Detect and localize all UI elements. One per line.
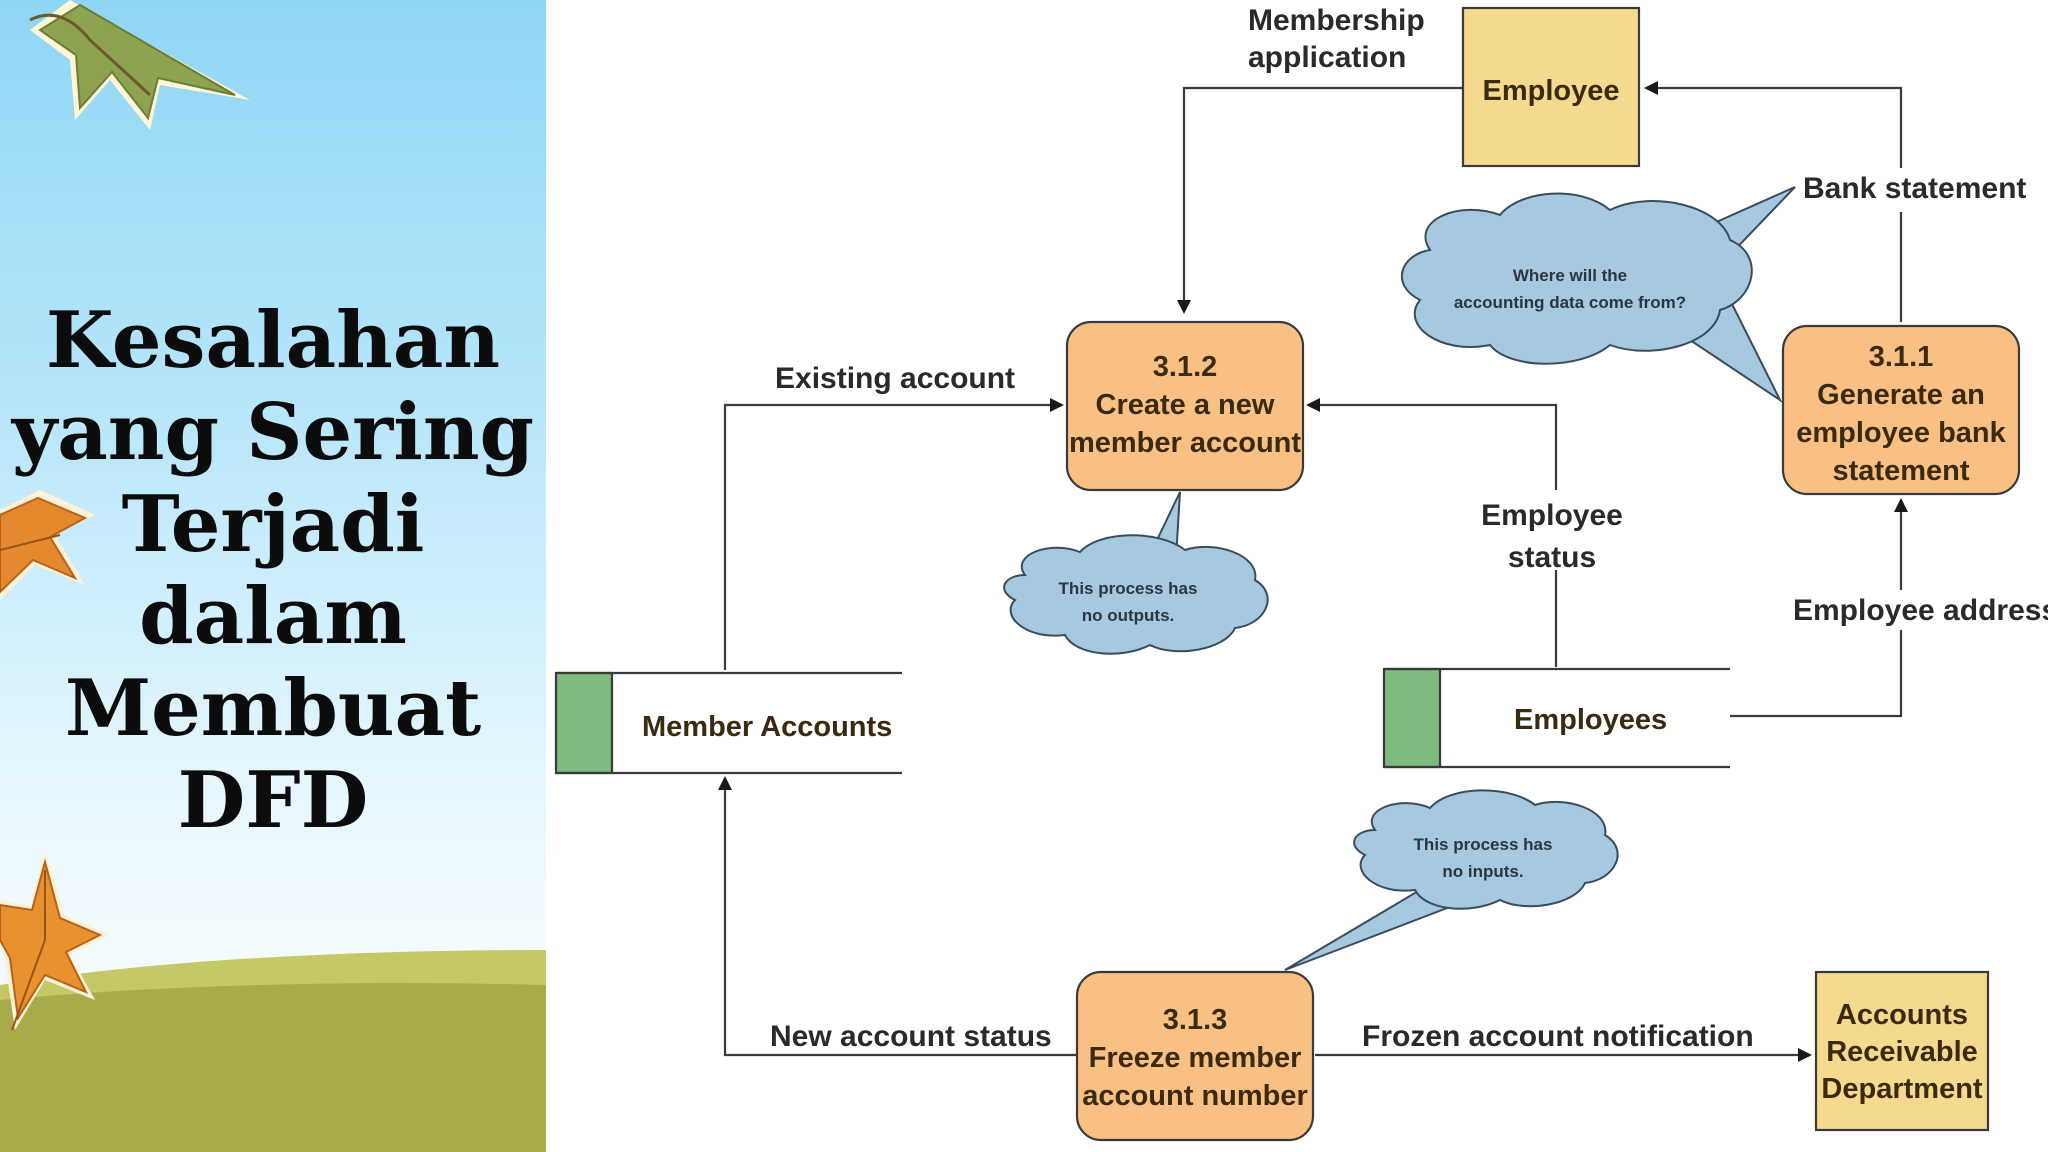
title-line: DFD	[177, 755, 369, 846]
left-panel: Kesalahan yang Sering Terjadi dalam Memb…	[0, 0, 546, 1152]
flow-employee-status	[1306, 398, 1558, 667]
orange-leaf-icon	[0, 490, 95, 600]
label-frozen-account-notification: Frozen account notification	[1362, 1020, 1754, 1053]
datastore-employees: Employees	[1382, 667, 1730, 769]
datastore-member-accounts-label: Member Accounts	[642, 711, 892, 743]
label-existing-account: Existing account	[775, 362, 1015, 395]
flow-membership-application	[1177, 86, 1462, 314]
flow-employee-address	[1730, 498, 1908, 718]
green-leaf-icon	[29, 0, 250, 130]
datastore-employees-label: Employees	[1514, 704, 1667, 736]
label-new-account-status: New account status	[770, 1020, 1052, 1053]
label-bank-statement: Bank statement	[1803, 172, 2026, 205]
entity-employee: Employee	[1461, 6, 1641, 168]
title-line: dalam	[139, 571, 407, 662]
entity-employee-label: Employee	[1483, 75, 1620, 107]
title-line: Membuat	[64, 663, 482, 754]
orange-leaf-icon	[0, 850, 110, 1031]
title-line: Kesalahan	[45, 295, 501, 386]
slide-title: Kesalahan yang Sering Terjadi dalam Memb…	[0, 295, 546, 847]
label-employee-address: Employee address	[1793, 594, 2048, 627]
flow-new-account-status	[718, 776, 1076, 1057]
flow-bank-statement	[1644, 81, 1903, 322]
title-line: Terjadi	[121, 479, 425, 570]
datastore-member-accounts: Member Accounts	[554, 671, 902, 775]
decoration-layer	[0, 0, 546, 1152]
title-line: yang Sering	[11, 387, 535, 478]
flow-existing-account	[723, 398, 1064, 670]
